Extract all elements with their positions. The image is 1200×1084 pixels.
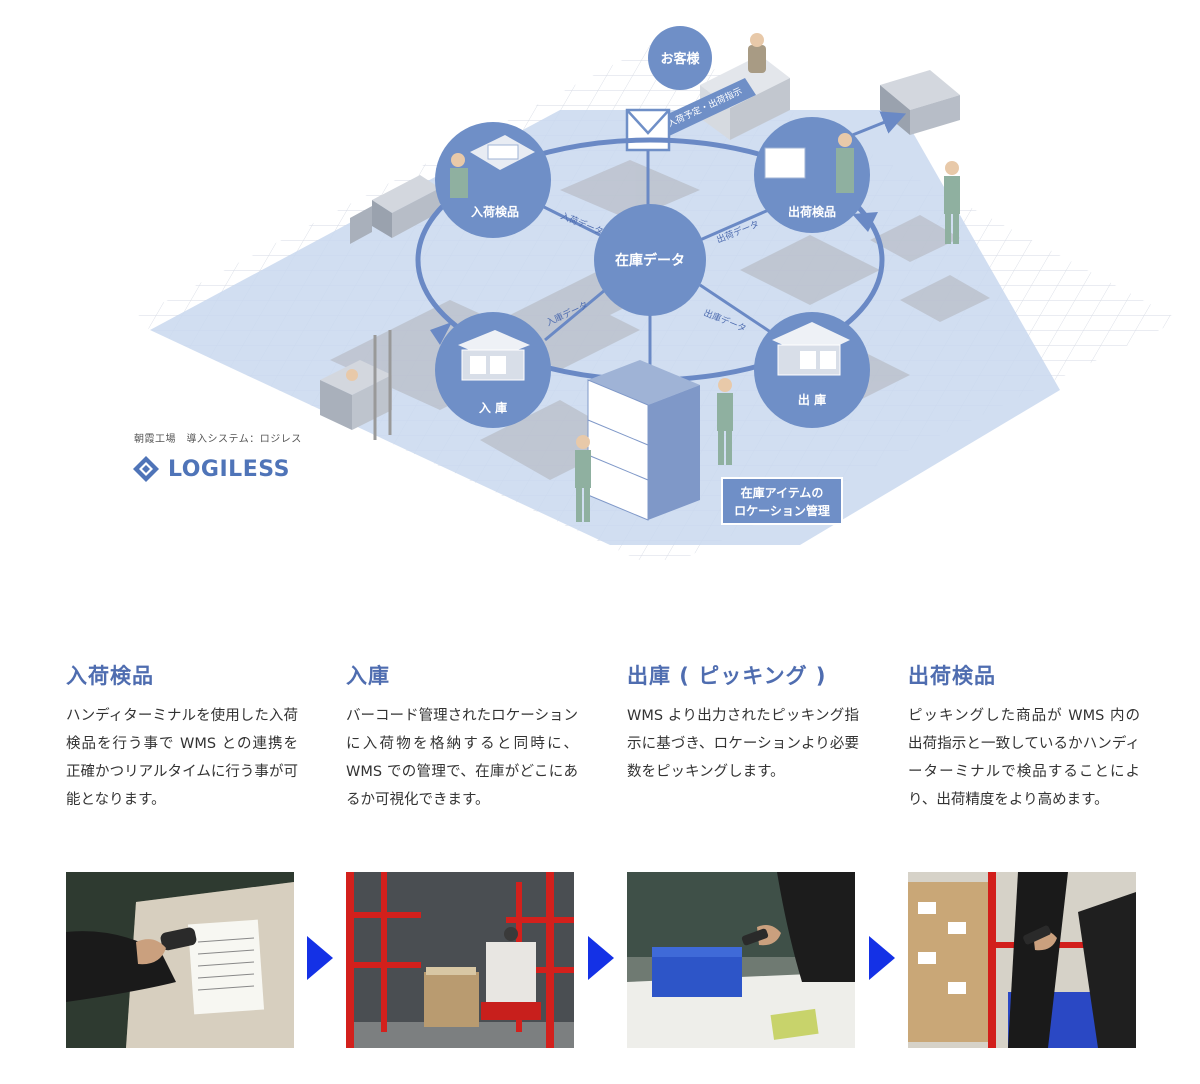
- receiving-node: 入 庫: [435, 312, 551, 428]
- logiless-logo: LOGILESS: [132, 455, 290, 483]
- logiless-logo-icon: [133, 456, 159, 482]
- workers: [575, 161, 960, 522]
- outbound-inspection-node: 出荷検品: [754, 117, 870, 233]
- logo-text: LOGILESS: [168, 456, 290, 482]
- diagram-caption: 朝霞工場 導入システム：ロジレス: [134, 434, 302, 445]
- mail-icon: [625, 108, 671, 152]
- step-title: 出庫 ( ピッキング ): [627, 664, 827, 688]
- forklift: [320, 330, 392, 440]
- location-line1: 在庫アイテムの: [741, 485, 824, 500]
- photo-shipping: [627, 872, 855, 1048]
- step-outbound-inspection: 出荷検品 ピッキングした商品が WMS 内の出荷指示と一致しているかハンディータ…: [908, 660, 1140, 814]
- photo-outbound-inspection: [908, 872, 1136, 1048]
- customer-label: お客様: [660, 51, 700, 67]
- process-steps: 入荷検品 ハンディターミナルを使用した入荷検品を行う事で WMS との連携を正確…: [0, 660, 1200, 1084]
- workflow-diagram: お客様 入荷予定・出荷指示 入荷データ 出荷データ 入庫データ 出庫データ 在庫…: [130, 26, 1180, 560]
- step-shipping: 出庫 ( ピッキング ) WMS より出力されたピッキング指示に基づき、ロケーシ…: [627, 660, 859, 786]
- location-line2: ロケーション管理: [734, 503, 830, 518]
- step-description: ハンディターミナルを使用した入荷検品を行う事で WMS との連携を正確かつリアル…: [66, 708, 298, 808]
- receiving-label: 入 庫: [479, 400, 507, 415]
- step-description: WMS より出力されたピッキング指示に基づき、ロケーションより必要数をピッキング…: [627, 708, 859, 780]
- step-arrow-icon: [307, 936, 333, 980]
- step-description: バーコード管理されたロケーションに入荷物を格納すると同時に、WMS での管理で、…: [346, 708, 578, 808]
- step-arrow-icon: [869, 936, 895, 980]
- location-management-box: 在庫アイテムの ロケーション管理: [721, 477, 843, 525]
- center-label: 在庫データ: [615, 252, 685, 269]
- storage-rack: [587, 360, 700, 521]
- step-arrow-icon: [588, 936, 614, 980]
- inbound-inspection-label: 入荷検品: [471, 204, 519, 219]
- step-receiving: 入庫 バーコード管理されたロケーションに入荷物を格納すると同時に、WMS での管…: [346, 660, 578, 814]
- inventory-data-node: 在庫データ: [594, 204, 706, 316]
- photo-receiving: [346, 872, 574, 1048]
- step-inbound-inspection: 入荷検品 ハンディターミナルを使用した入荷検品を行う事で WMS との連携を正確…: [66, 660, 298, 814]
- shipping-label: 出 庫: [798, 392, 826, 407]
- customer-node: お客様: [648, 26, 712, 90]
- inbound-truck: [350, 175, 440, 244]
- inbound-inspection-node: 入荷検品: [435, 122, 551, 238]
- step-title: 入荷検品: [66, 664, 154, 688]
- outbound-inspection-label: 出荷検品: [788, 204, 836, 219]
- shipping-node: 出 庫: [754, 312, 870, 428]
- step-description: ピッキングした商品が WMS 内の出荷指示と一致しているかハンディーターミナルで…: [908, 708, 1140, 808]
- step-title: 出荷検品: [908, 664, 996, 688]
- step-title: 入庫: [346, 664, 390, 688]
- photo-inbound-inspection: [66, 872, 294, 1048]
